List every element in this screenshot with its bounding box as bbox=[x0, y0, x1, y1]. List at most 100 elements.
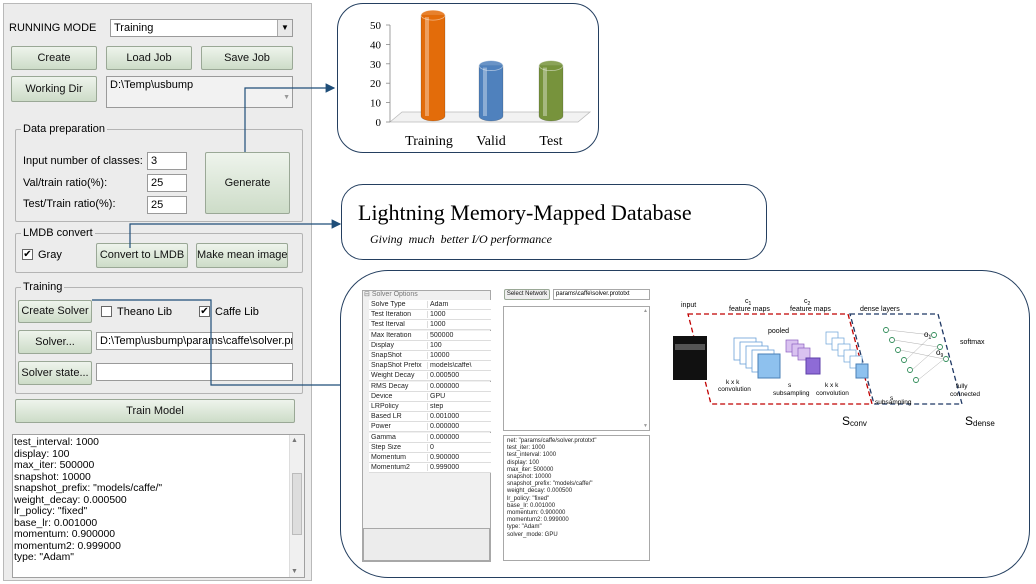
output-o9-text: o bbox=[936, 348, 941, 357]
solver-option-name: Weight Decay bbox=[371, 372, 415, 380]
solver-option-name: Test Iteration bbox=[371, 311, 412, 319]
solver-option-name: LRPolicy bbox=[371, 403, 399, 410]
output-o1: o1 bbox=[924, 330, 931, 341]
solver-option-value[interactable]: Adam bbox=[427, 301, 489, 308]
select-network-button[interactable]: Select Network bbox=[504, 289, 550, 300]
solver-option-value[interactable]: step bbox=[427, 403, 489, 410]
subsampling-label-2: subsampling bbox=[875, 399, 912, 406]
solver-option-value[interactable]: 500000 bbox=[427, 331, 489, 339]
solver-option-row[interactable]: Test Iteration 1000 bbox=[369, 310, 491, 321]
collapse-icon[interactable]: ⊟ bbox=[364, 291, 372, 298]
running-mode-select[interactable]: Training ▼ bbox=[110, 19, 293, 37]
solver-option-name: SnapShot Prefix bbox=[371, 362, 422, 370]
kxk-label-1: k x k bbox=[726, 379, 740, 386]
mean-image-button[interactable]: Make mean image bbox=[196, 243, 288, 268]
solver-option-value[interactable]: 0 bbox=[427, 443, 489, 451]
convert-lmdb-button[interactable]: Convert to LMDB bbox=[96, 243, 188, 268]
output-o9: o9 bbox=[936, 348, 943, 359]
solver-state-button[interactable]: Solver state... bbox=[18, 361, 92, 385]
solver-description bbox=[363, 528, 490, 561]
working-dir-field[interactable]: D:\Temp\usbump ▼ bbox=[106, 76, 293, 108]
val-ratio-input[interactable]: 25 bbox=[147, 174, 187, 192]
pooled-map-front bbox=[805, 357, 821, 375]
gray-checkbox[interactable]: ✔ bbox=[22, 249, 33, 260]
scroll-down-icon[interactable]: ▼ bbox=[283, 94, 290, 101]
working-dir-button[interactable]: Working Dir bbox=[11, 76, 97, 102]
solver-option-value[interactable]: 0.000500 bbox=[427, 372, 489, 380]
log-scrollbar[interactable]: ▲ ▼ bbox=[289, 435, 304, 577]
solver-option-name: Momentum bbox=[371, 454, 407, 461]
solver-option-value[interactable]: models\caffe\ bbox=[427, 362, 489, 370]
solver-option-value[interactable]: 100 bbox=[427, 341, 489, 349]
theano-label: Theano Lib bbox=[117, 306, 173, 318]
scrollbar-thumb[interactable] bbox=[292, 473, 302, 535]
fully-label: fully bbox=[956, 383, 968, 390]
sdense-text: S bbox=[965, 414, 973, 428]
solver-option-row[interactable]: Momentum 0.900000 bbox=[369, 453, 491, 463]
load-job-button[interactable]: Load Job bbox=[106, 46, 192, 70]
caffe-checkbox[interactable]: ✔ bbox=[199, 306, 210, 317]
scroll-down-icon[interactable]: ▼ bbox=[643, 423, 648, 429]
create-solver-button[interactable]: Create Solver bbox=[18, 300, 92, 323]
theano-checkbox[interactable] bbox=[101, 306, 112, 317]
solver-option-value[interactable]: 10000 bbox=[427, 352, 489, 359]
classes-label: Input number of classes: bbox=[23, 155, 143, 167]
subsampling-label-1: subsampling bbox=[773, 390, 810, 397]
solver-option-value[interactable]: 0.000000 bbox=[427, 423, 489, 431]
y-tick-label: 20 bbox=[370, 78, 382, 90]
solver-option-value[interactable]: GPU bbox=[427, 392, 489, 400]
solver-option-row[interactable]: Weight Decay 0.000500 bbox=[369, 371, 491, 382]
y-tick-label: 40 bbox=[370, 39, 382, 51]
classes-input[interactable]: 3 bbox=[147, 152, 187, 170]
network-editor[interactable]: ▲ ▼ bbox=[503, 306, 650, 431]
category-label-valid: Valid bbox=[476, 134, 506, 149]
solver-option-row[interactable]: SnapShot Prefix models\caffe\ bbox=[369, 361, 491, 372]
scroll-down-icon[interactable]: ▼ bbox=[291, 568, 298, 575]
sconv-text: S bbox=[842, 414, 850, 428]
y-tick-label: 30 bbox=[370, 59, 382, 71]
solver-state-field[interactable] bbox=[96, 363, 293, 381]
chevron-down-icon[interactable]: ▼ bbox=[277, 20, 292, 36]
data-prep-group bbox=[15, 129, 303, 222]
solver-option-row[interactable]: LRPolicy step bbox=[369, 402, 491, 412]
solver-option-value[interactable]: 0.000000 bbox=[427, 382, 489, 390]
generate-button[interactable]: Generate bbox=[205, 152, 290, 214]
train-model-button[interactable]: Train Model bbox=[15, 399, 295, 423]
scroll-up-icon[interactable]: ▲ bbox=[643, 308, 648, 314]
solver-button[interactable]: Solver... bbox=[18, 330, 92, 354]
create-button[interactable]: Create bbox=[11, 46, 97, 70]
bar-training bbox=[420, 14, 446, 122]
solver-option-value[interactable]: 1000 bbox=[427, 321, 489, 329]
solver-option-value[interactable]: 0.999000 bbox=[427, 464, 489, 472]
s-label-1: s bbox=[788, 382, 792, 389]
solver-option-value[interactable]: 0.000000 bbox=[427, 433, 489, 441]
solver-option-value[interactable]: 1000 bbox=[427, 311, 489, 319]
solver-option-value[interactable]: 0.001000 bbox=[427, 413, 489, 421]
lmdb-bubble: Lightning Memory-Mapped Database Giving … bbox=[341, 184, 767, 260]
bar-highlight bbox=[425, 17, 429, 117]
y-tick-label: 50 bbox=[370, 20, 382, 32]
solver-text-area[interactable]: net: "params/caffe/solver.prototxt" test… bbox=[503, 435, 650, 561]
save-job-button[interactable]: Save Job bbox=[201, 46, 293, 70]
solver-path-field[interactable]: D:\Temp\usbump\params\caffe\solver.proto bbox=[96, 332, 293, 350]
test-ratio-input[interactable]: 25 bbox=[147, 196, 187, 214]
solver-option-value[interactable]: 0.900000 bbox=[427, 454, 489, 461]
output-o1-sub: 1 bbox=[928, 335, 931, 341]
sdense-sub: dense bbox=[973, 419, 995, 428]
category-label-test: Test bbox=[539, 134, 562, 149]
network-path-field[interactable]: params\caffe\solver.prototxt bbox=[553, 289, 650, 300]
scroll-up-icon[interactable]: ▲ bbox=[291, 437, 298, 444]
val-ratio-label: Val/train ratio(%): bbox=[23, 177, 108, 189]
